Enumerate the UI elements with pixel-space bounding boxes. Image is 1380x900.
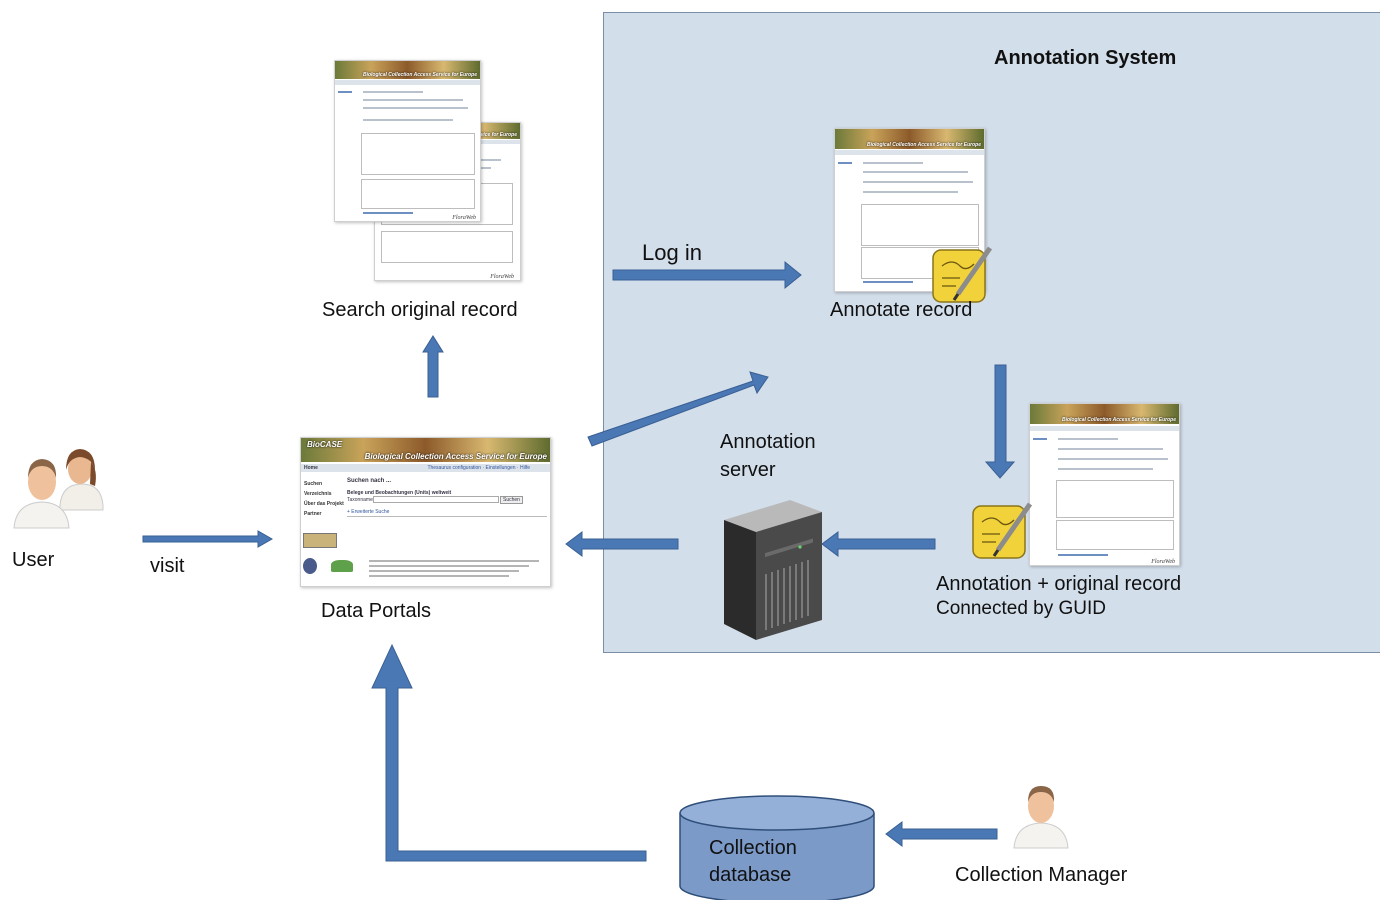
- annotation-plus-record-label: Annotation + original record: [936, 573, 1182, 595]
- annotation-system-title: Annotation System: [994, 47, 1177, 69]
- server-icon: [724, 500, 822, 640]
- arrow-visit: [142, 530, 274, 548]
- portal-menu-item-4[interactable]: Partner: [304, 511, 322, 517]
- arrow-to-portal: [565, 531, 679, 557]
- portal-small-logo: [303, 533, 337, 548]
- portal-partner-logo: [303, 558, 317, 574]
- portal-search-button[interactable]: Suchen: [500, 496, 523, 504]
- log-in-label: Log in: [642, 240, 702, 265]
- portal-nav-home[interactable]: Home: [304, 465, 318, 471]
- portal-advanced-search[interactable]: + Erweiterte Suche: [347, 509, 390, 515]
- annotated-record-thumbnail: Biological Collection Access Service for…: [1029, 403, 1180, 566]
- users-icon: [13, 449, 104, 529]
- arrow-login: [612, 260, 802, 290]
- annotation-server-label-2: server: [720, 459, 776, 481]
- visit-label: visit: [150, 555, 185, 577]
- portal-menu-item-2[interactable]: Verzeichnis: [304, 491, 332, 497]
- collection-database-label-1: Collection: [709, 837, 797, 859]
- portal-top-links[interactable]: Thesaurus configuration · Einstellungen …: [427, 465, 530, 471]
- collection-database-shape: [679, 795, 875, 900]
- portal-heading: Suchen nach ...: [347, 478, 392, 484]
- collection-manager-label: Collection Manager: [955, 864, 1128, 886]
- portal-banner-title: Biological Collection Access Service for…: [364, 452, 547, 461]
- data-portal-screenshot: BioCASE Biological Collection Access Ser…: [300, 437, 551, 587]
- collection-manager-icon: [1013, 786, 1069, 849]
- portal-search-input[interactable]: [373, 496, 499, 503]
- annotation-note-icon-2: [972, 502, 1033, 559]
- arrow-to-server: [821, 531, 936, 557]
- portal-banner-logo: BioCASE: [307, 440, 343, 449]
- annotate-record-label: Annotate record: [830, 299, 973, 321]
- annotation-server-label-1: Annotation: [720, 431, 816, 453]
- portal-menu-item-1[interactable]: Suchen: [304, 481, 323, 487]
- arrow-to-db: [885, 821, 998, 847]
- data-portals-label: Data Portals: [321, 600, 432, 622]
- arrow-db-to-portal: [371, 643, 647, 862]
- search-record-thumbnail-front: Biological Collection Access Service for…: [334, 60, 481, 222]
- arrow-diagonal: [587, 371, 769, 447]
- collection-database-label-2: database: [709, 864, 792, 886]
- annotation-note-icon: [932, 246, 993, 303]
- portal-field-label: Taxonname: [347, 497, 373, 503]
- arrow-up-search: [422, 335, 444, 398]
- portal-plant-logo: [331, 560, 353, 572]
- search-original-label: Search original record: [322, 299, 518, 321]
- connected-by-guid-label: Connected by GUID: [936, 598, 1107, 619]
- arrow-down: [984, 364, 1016, 479]
- user-label: User: [12, 549, 55, 571]
- portal-menu-item-3[interactable]: Über das Projekt: [304, 501, 344, 507]
- portal-subheading: Belege und Beobachtungen (Units) weltwei…: [347, 490, 452, 496]
